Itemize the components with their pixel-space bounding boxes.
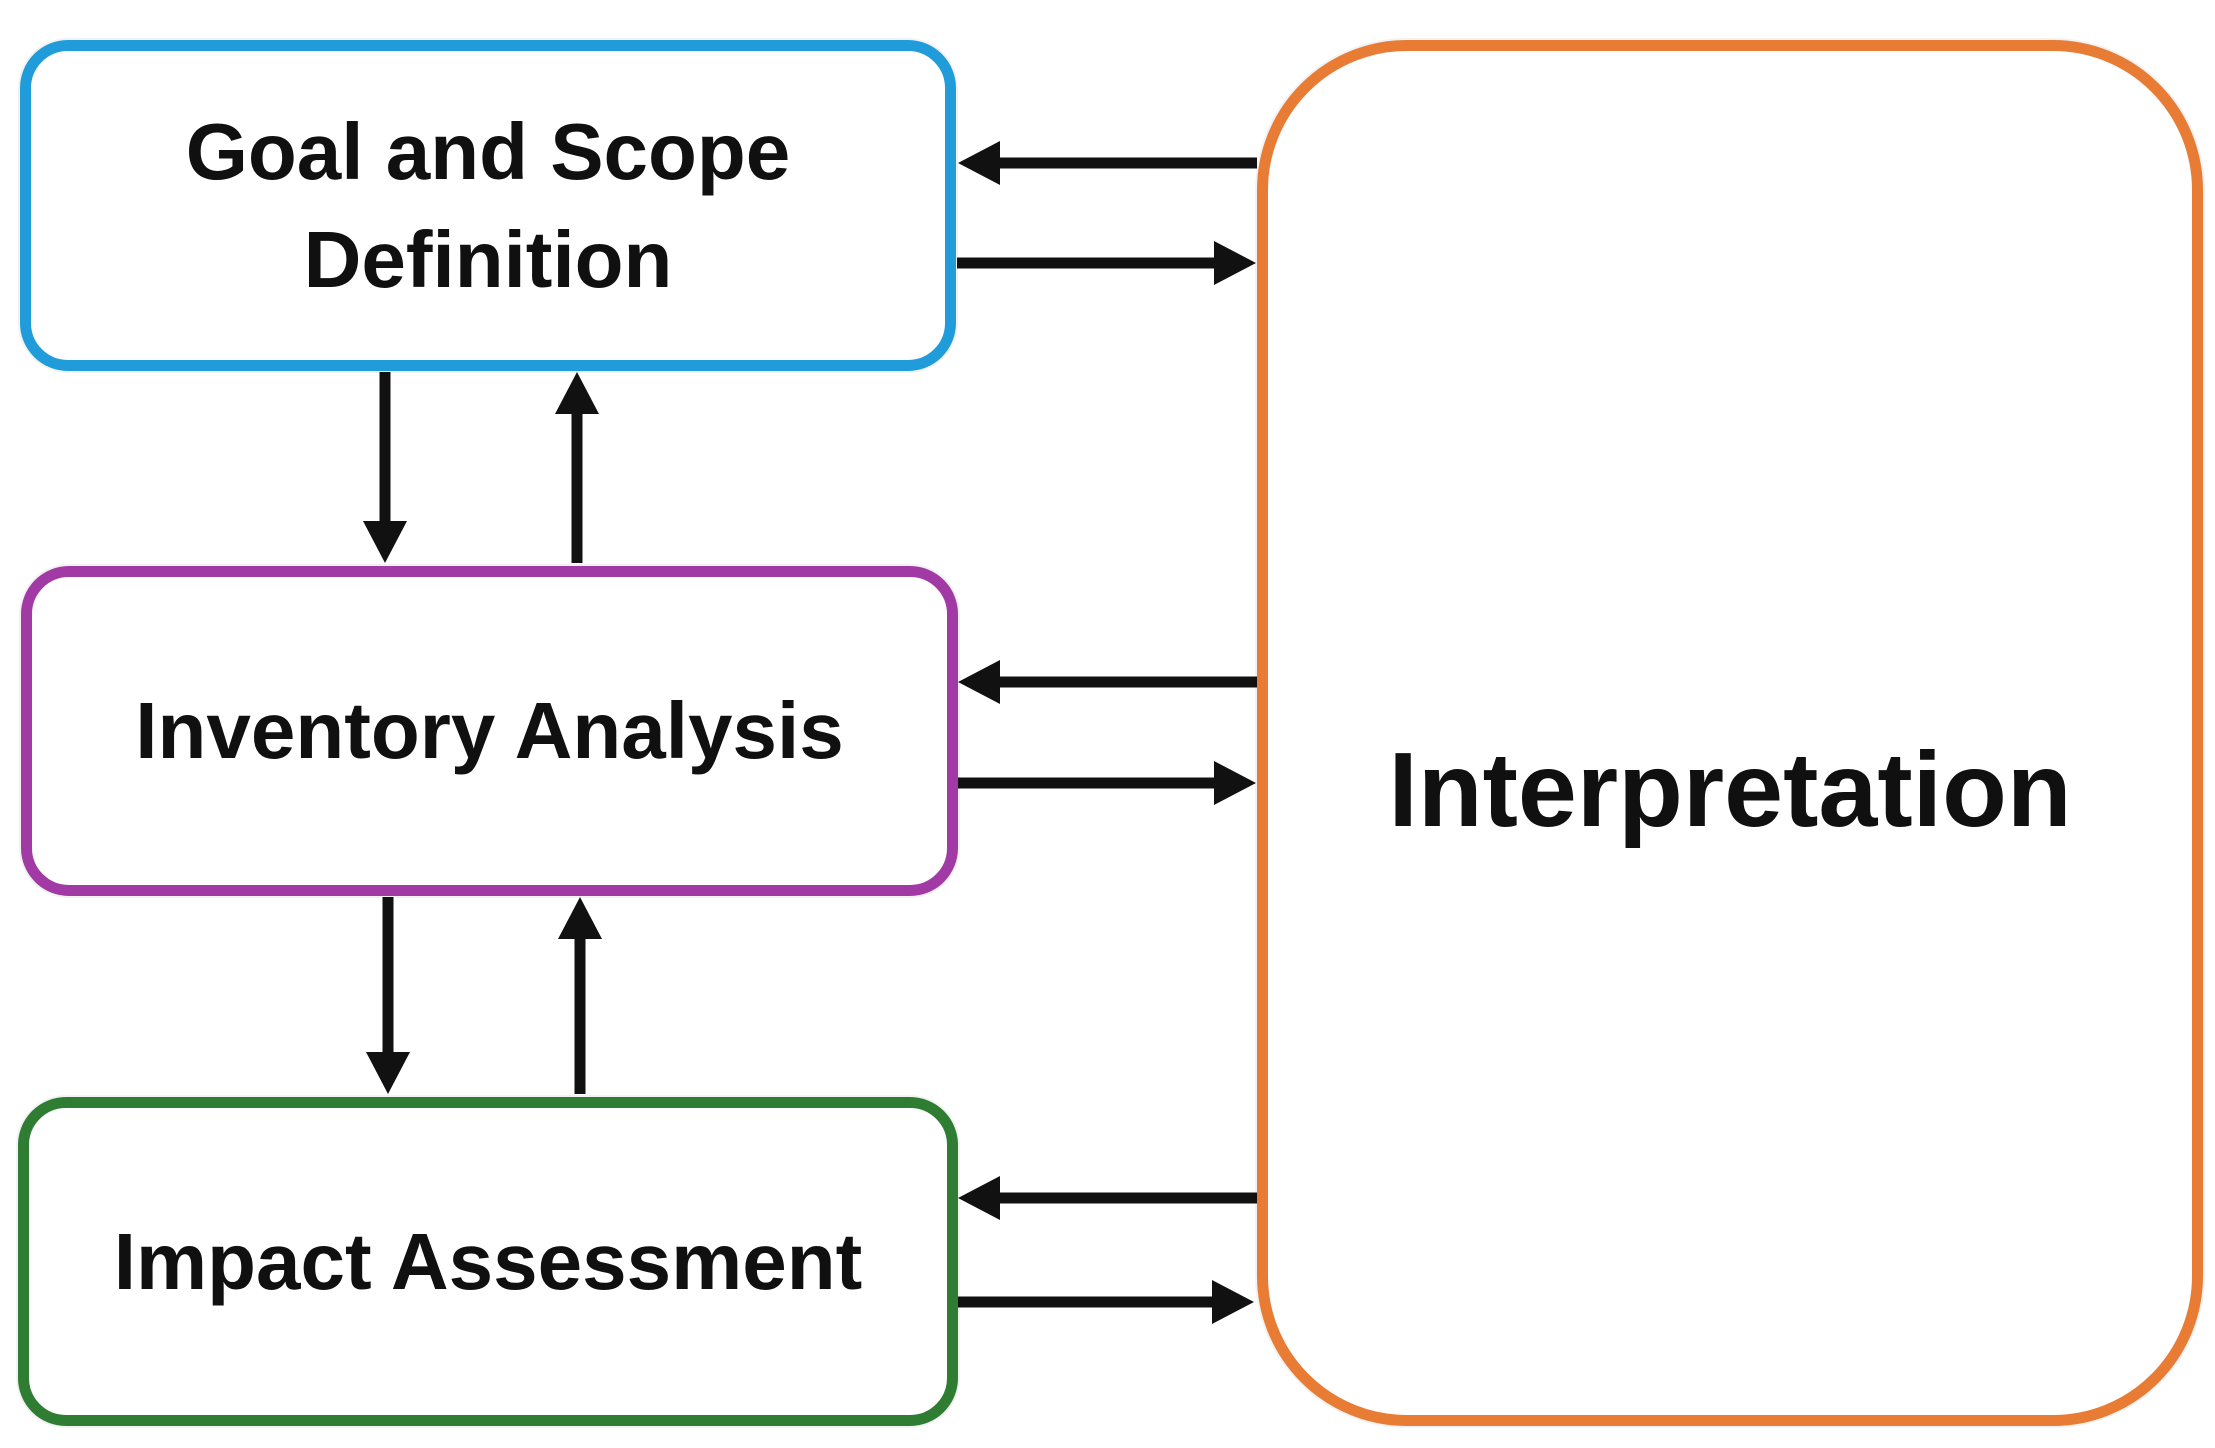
arrow-impact-to-inventory — [558, 897, 602, 1094]
goal-and-scope-label: Goal and Scope Definition — [185, 106, 791, 304]
node-inventory-analysis: Inventory Analysis — [21, 566, 958, 896]
arrow-interpretation-to-impact — [958, 1176, 1257, 1220]
interpretation-label: Interpretation — [1388, 730, 2072, 849]
arrow-interpretation-to-goal — [958, 141, 1257, 185]
arrow-inventory-to-interpretation — [957, 761, 1256, 805]
arrow-goal-to-inventory — [363, 372, 407, 563]
arrow-inventory-to-impact — [366, 897, 410, 1094]
node-impact-assessment: Impact Assessment — [18, 1097, 958, 1426]
arrow-inventory-to-goal — [555, 372, 599, 563]
arrow-impact-to-interpretation — [957, 1280, 1254, 1324]
node-interpretation: Interpretation — [1257, 40, 2203, 1426]
inventory-analysis-label: Inventory Analysis — [135, 686, 844, 775]
arrow-goal-to-interpretation — [957, 241, 1256, 285]
arrow-interpretation-to-inventory — [958, 660, 1257, 704]
node-goal-and-scope-definition: Goal and Scope Definition — [20, 40, 956, 371]
impact-assessment-label: Impact Assessment — [113, 1216, 863, 1306]
